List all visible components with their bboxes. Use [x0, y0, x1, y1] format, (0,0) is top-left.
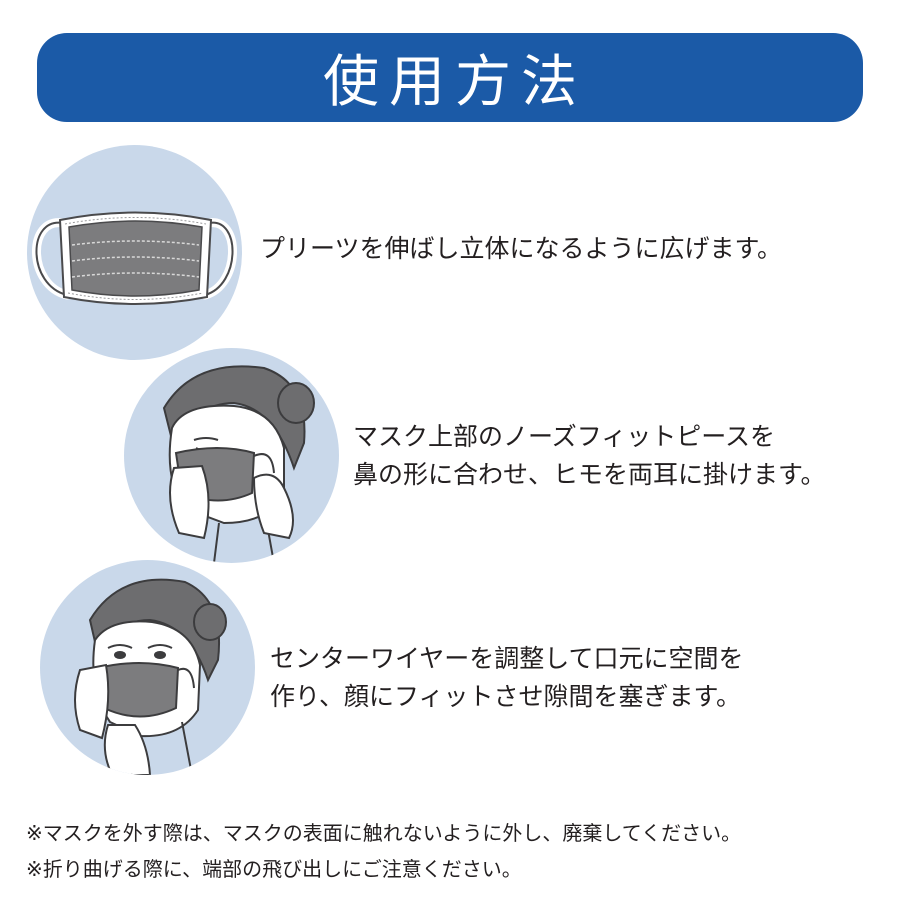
step-1-text: プリーツを伸ばし立体になるように広げます。: [260, 230, 782, 268]
step-2-line-1: マスク上部のノーズフィットピースを: [353, 422, 776, 451]
woman-fitting-ear-loops-illustration: [124, 348, 339, 563]
title-banner: 使用方法: [37, 33, 863, 122]
caution-note: ※マスクを外す際は、マスクの表面に触れないように外し、廃棄してください。: [26, 821, 742, 845]
page-title: 使用方法: [323, 50, 587, 115]
step-1-line-1: プリーツを伸ばし立体になるように広げます。: [260, 234, 783, 263]
step-2-line-2: 鼻の形に合わせ、ヒモを両耳に掛けます。: [353, 460, 826, 489]
pleated-mask-illustration: [27, 145, 242, 360]
woman-adjusting-nose-wire-illustration: [40, 560, 255, 775]
caution-notes: ※マスクを外す際は、マスクの表面に触れないように外し、廃棄してください。 ※折り…: [26, 815, 741, 887]
caution-note: ※折り曲げる際に、端部の飛び出しにご注意ください。: [26, 857, 522, 881]
step-3-text: センターワイヤーを調整して口元に空間を 作り、顔にフィットさせ隙間を塞ぎます。: [270, 640, 744, 716]
step-3-line-2: 作り、顔にフィットさせ隙間を塞ぎます。: [270, 682, 742, 711]
step-3-line-1: センターワイヤーを調整して口元に空間を: [270, 644, 744, 673]
step-2-text: マスク上部のノーズフィットピースを 鼻の形に合わせ、ヒモを両耳に掛けます。: [353, 418, 826, 494]
